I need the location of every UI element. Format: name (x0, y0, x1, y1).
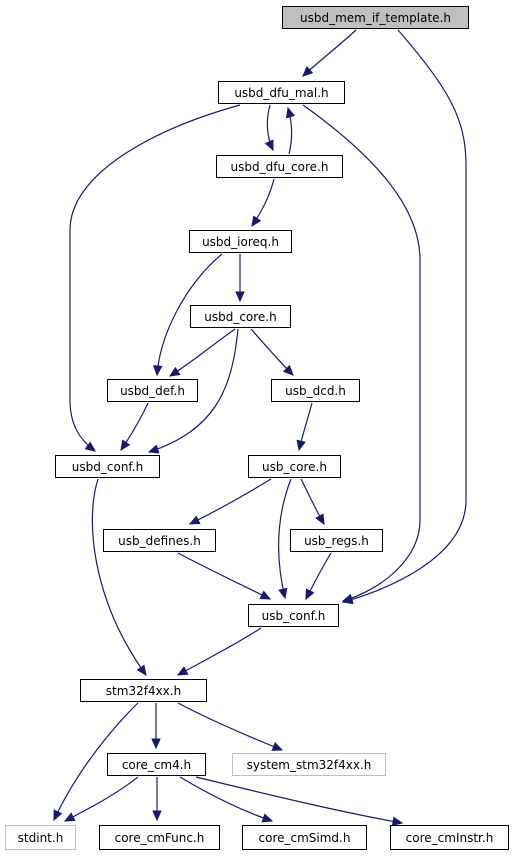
edge-dfu-core-to-dfu-mal (285, 106, 296, 155)
node-usb-core-label: usb_core.h (262, 460, 327, 474)
edge-ioreq-to-usbd-def (152, 253, 223, 377)
edge-stm32-to-core-cm4 (151, 703, 161, 750)
edge-root-to-dfu-mal (302, 29, 357, 77)
edge-usbd-core-to-usbd-conf (147, 328, 239, 454)
edges (53, 29, 467, 827)
edge-usb-regs-to-usb-conf (305, 552, 332, 601)
arrowhead (53, 809, 63, 822)
arrowhead (147, 444, 160, 454)
edge-stm32-to-system (177, 702, 284, 751)
arrowhead (168, 366, 181, 377)
node-ioreq[interactable]: usbd_ioreq.h (189, 230, 292, 253)
arrowhead (305, 588, 315, 601)
edge-usb-core-to-usb-conf (277, 478, 292, 600)
arrowhead (176, 666, 189, 676)
node-stdint-label: stdint.h (18, 831, 64, 845)
edge-usbd-conf-to-stm32 (91, 478, 147, 677)
edge-root-to-usb-conf (341, 29, 467, 605)
edge-core-cm4-to-cmfunc (152, 777, 162, 822)
node-usb-core[interactable]: usb_core.h (248, 455, 341, 478)
arrowhead (235, 291, 245, 303)
arrowhead (264, 139, 274, 152)
edge-ioreq-to-usbd-core (235, 254, 245, 303)
arrowhead (251, 215, 262, 228)
arrowhead (278, 587, 288, 600)
node-stm32f4xx-label: stm32f4xx.h (106, 684, 181, 698)
arrowhead (341, 593, 354, 603)
node-core-cm4-label: core_cm4.h (122, 758, 191, 772)
arrowhead (315, 513, 325, 526)
node-stdint[interactable]: stdint.h (5, 825, 76, 850)
node-usb-defines[interactable]: usb_defines.h (103, 529, 216, 552)
edge-core-cm4-to-cmsimd (179, 776, 274, 823)
node-core-cmfunc[interactable]: core_cmFunc.h (99, 825, 220, 850)
node-usbd-conf[interactable]: usbd_conf.h (55, 455, 160, 478)
nodes: usbd_mem_if_template.h usbd_dfu_mal.h us… (5, 6, 509, 850)
node-usb-dcd[interactable]: usb_dcd.h (271, 379, 360, 402)
edge-usb-defines-to-usb-conf (177, 552, 272, 600)
arrowhead (136, 664, 147, 677)
node-dfu-mal[interactable]: usbd_dfu_mal.h (218, 81, 345, 104)
node-usbd-core-label: usbd_core.h (204, 310, 277, 324)
edge-dfu-mal-to-usb-conf (302, 104, 421, 603)
node-usbd-def[interactable]: usbd_def.h (107, 379, 198, 402)
edge-usb-dcd-to-usb-core (296, 402, 313, 452)
node-ioreq-label: usbd_ioreq.h (202, 235, 279, 249)
edge-usbd-core-to-usb-dcd (250, 328, 294, 376)
arrowhead (282, 364, 294, 376)
node-core-cm4[interactable]: core_cm4.h (107, 753, 206, 776)
arrowhead (391, 816, 404, 827)
node-core-cmsimd-label: core_cmSimd.h (259, 831, 351, 845)
edge-usb-core-to-usb-regs (300, 478, 325, 526)
node-root-label: usbd_mem_if_template.h (300, 11, 451, 25)
edge-dfu-core-to-ioreq (251, 178, 275, 228)
arrowhead (120, 439, 131, 452)
node-stm32f4xx[interactable]: stm32f4xx.h (80, 679, 207, 702)
node-usb-regs-label: usb_regs.h (304, 534, 369, 548)
arrowhead (296, 439, 306, 452)
node-usb-conf[interactable]: usb_conf.h (248, 604, 339, 627)
arrowhead (188, 515, 201, 525)
node-root[interactable]: usbd_mem_if_template.h (282, 6, 469, 29)
edge-dfu-mal-to-usbd-conf (69, 104, 241, 452)
node-usbd-def-label: usbd_def.h (120, 384, 185, 398)
node-usb-dcd-label: usb_dcd.h (285, 384, 346, 398)
edge-usb-core-to-usb-defines (188, 478, 272, 525)
node-usbd-conf-label: usbd_conf.h (72, 460, 143, 474)
node-dfu-core-label: usbd_dfu_core.h (231, 160, 329, 174)
node-core-cmsimd[interactable]: core_cmSimd.h (242, 825, 367, 850)
arrowhead (84, 441, 96, 452)
edge-usb-conf-to-stm32 (176, 627, 262, 676)
arrowhead (261, 813, 274, 823)
arrowhead (259, 590, 272, 600)
edge-usbd-def-to-usbd-conf (120, 402, 149, 452)
arrowhead (271, 742, 284, 751)
arrowhead (285, 106, 296, 119)
edge-core-cm4-to-cminstr (195, 776, 404, 827)
arrowhead (63, 812, 76, 822)
arrowhead (152, 810, 162, 822)
node-usb-regs[interactable]: usb_regs.h (290, 529, 383, 552)
edge-dfu-mal-to-dfu-core (264, 104, 274, 152)
edge-core-cm4-to-stdint (63, 776, 139, 822)
node-dfu-mal-label: usbd_dfu_mal.h (234, 86, 328, 100)
node-dfu-core[interactable]: usbd_dfu_core.h (216, 155, 343, 178)
edge-usbd-core-to-usbd-def (168, 328, 236, 377)
edge-stm32-to-stdint (53, 702, 139, 822)
arrowhead (152, 365, 163, 377)
node-usb-defines-label: usb_defines.h (118, 534, 201, 548)
node-usb-conf-label: usb_conf.h (262, 609, 326, 623)
node-system-stm32f4xx[interactable]: system_stm32f4xx.h (232, 753, 386, 776)
arrowhead (302, 66, 314, 77)
arrowhead (151, 738, 161, 750)
node-core-cmfunc-label: core_cmFunc.h (115, 831, 205, 845)
node-core-cminstr-label: core_cmInstr.h (406, 831, 494, 845)
node-system-stm32f4xx-label: system_stm32f4xx.h (247, 758, 372, 772)
node-usbd-core[interactable]: usbd_core.h (190, 305, 291, 328)
node-core-cminstr[interactable]: core_cmInstr.h (390, 825, 509, 850)
